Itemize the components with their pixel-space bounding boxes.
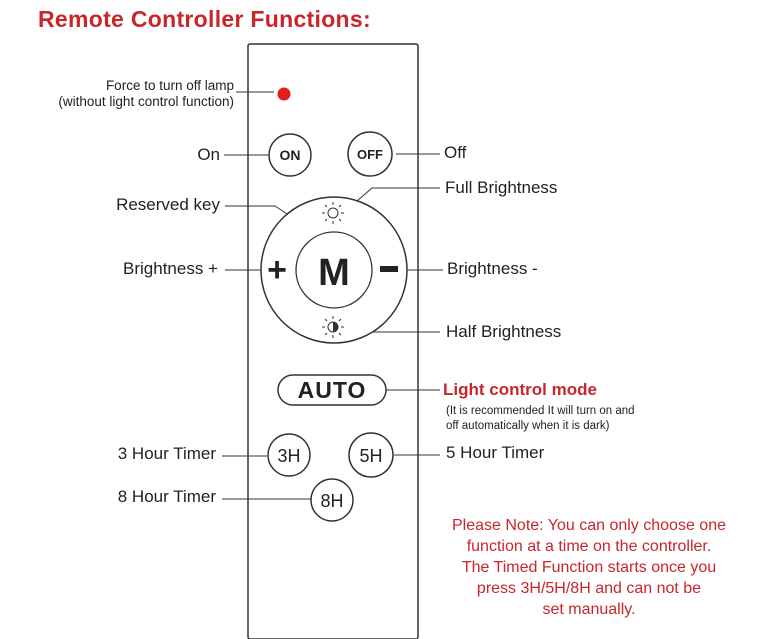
usage-note-line4: press 3H/5H/8H and can not be [476, 580, 702, 597]
indicator-led [277, 87, 291, 101]
off-button-label: OFF [357, 147, 383, 162]
timer-5h-button-label: 5H [359, 446, 382, 466]
timer-8h-button-label: 8H [320, 491, 343, 511]
force-off-label-line1: Force to turn off lamp [105, 78, 234, 93]
reserved-key-label: Reserved key [116, 195, 220, 214]
timer-3h-label: 3 Hour Timer [117, 444, 216, 463]
timer-3h-button[interactable] [267, 433, 311, 477]
force-off-label: Force to turn off lamp (without light co… [8, 78, 234, 110]
usage-note-line5: set manually. [542, 601, 636, 618]
brightness-plus-label: Brightness + [123, 259, 218, 278]
m-button[interactable] [295, 231, 373, 309]
brightness-minus-label: Brightness - [447, 259, 538, 278]
light-control-note: (It is recommended It will turn on and o… [446, 404, 635, 434]
half-sun-icon[interactable] [322, 316, 344, 338]
brightness-plus-button[interactable]: + [267, 251, 287, 289]
diagram-title: Remote Controller Functions: [38, 6, 371, 32]
timer-5h-label: 5 Hour Timer [446, 443, 545, 462]
timer-8h-label: 8 Hour Timer [117, 487, 216, 506]
on-button[interactable] [268, 133, 312, 177]
auto-button-label: AUTO [298, 377, 367, 403]
m-button-label: M [318, 252, 350, 294]
usage-note: Please Note: You can only choose one fun… [428, 515, 750, 620]
light-control-note-line1: (It is recommended It will turn on and [446, 405, 635, 417]
half-brightness-label: Half Brightness [446, 322, 562, 341]
auto-button[interactable] [277, 374, 387, 406]
usage-note-line3: The Timed Function starts once you [461, 559, 717, 576]
sun-icon[interactable] [322, 202, 344, 224]
timer-3h-button-label: 3H [277, 446, 300, 466]
off-label: Off [444, 143, 467, 162]
usage-note-line1: Please Note: You can only choose one [452, 517, 726, 534]
on-label: On [197, 145, 220, 164]
force-off-label-line2: (without light control function) [58, 94, 234, 109]
timer-8h-button[interactable] [310, 478, 354, 522]
light-control-mode-label: Light control mode [443, 380, 597, 399]
usage-note-line2: function at a time on the controller. [466, 538, 712, 555]
brightness-minus-button[interactable] [380, 266, 398, 272]
full-brightness-label: Full Brightness [445, 178, 558, 197]
off-button[interactable] [347, 131, 393, 177]
light-control-note-line2: off automatically when it is dark) [446, 420, 610, 432]
on-button-label: ON [280, 147, 301, 163]
timer-5h-button[interactable] [348, 432, 394, 478]
